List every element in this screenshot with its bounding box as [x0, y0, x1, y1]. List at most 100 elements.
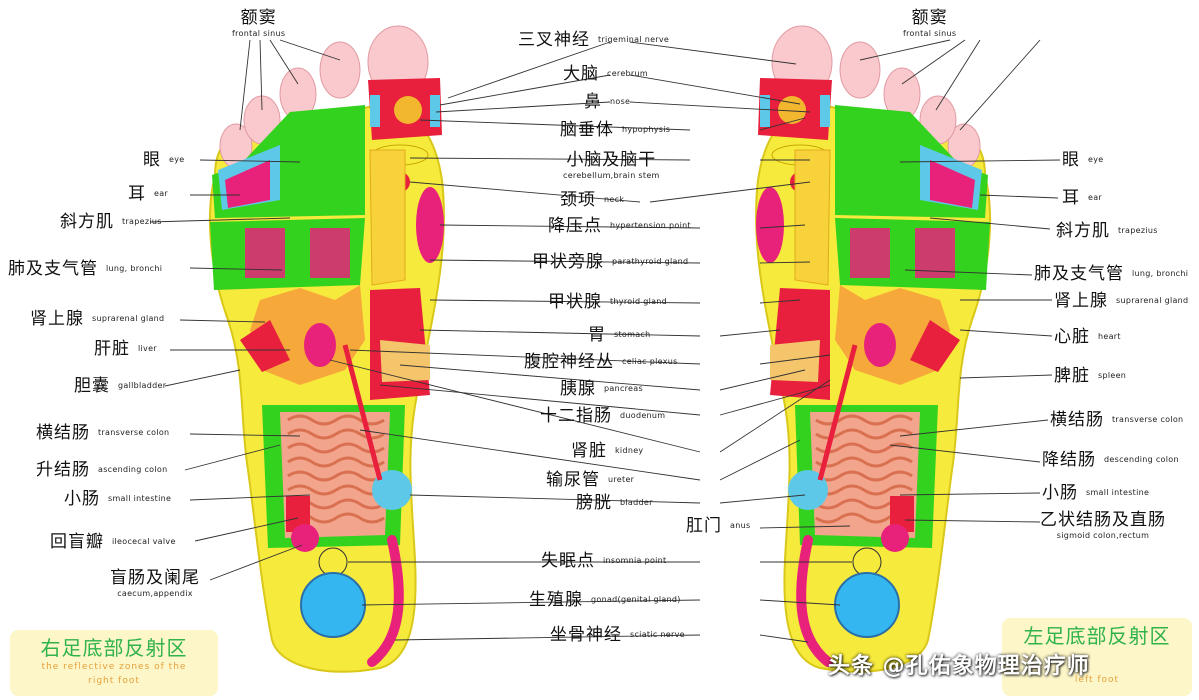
leader-line	[164, 369, 241, 387]
left-foot-illustration	[755, 25, 992, 673]
liver-zone	[910, 320, 960, 372]
leader-line	[649, 181, 811, 203]
intestine-fold	[287, 442, 385, 454]
leader-line	[719, 384, 831, 416]
parathyroid-zone	[416, 187, 444, 263]
gonad-zone	[834, 572, 900, 638]
leader-line	[409, 157, 691, 161]
leader-line	[719, 329, 781, 337]
leader-line	[859, 39, 951, 61]
leader-line	[759, 354, 831, 365]
kidney-zone	[304, 323, 336, 367]
leader-line	[901, 39, 966, 85]
leader-line	[279, 39, 341, 61]
leader-line	[759, 599, 841, 606]
leader-line	[259, 39, 263, 111]
sciatic-zone	[367, 535, 404, 667]
leader-line	[439, 224, 701, 229]
leader-line	[899, 492, 1041, 496]
leader-line	[447, 41, 611, 99]
leader-line	[239, 39, 251, 131]
caecum-zone	[881, 524, 909, 552]
leader-line	[409, 181, 641, 203]
leader-line	[189, 267, 283, 271]
leader-line	[929, 217, 1051, 230]
intestine-fold	[815, 484, 913, 496]
leader-line	[904, 269, 1033, 276]
leader-line	[439, 74, 611, 106]
leader-line	[379, 384, 701, 416]
leader-line	[759, 299, 801, 304]
label-frontal-sinus-right: 额窦 frontal sinus	[903, 8, 957, 38]
bladder-zone	[788, 470, 828, 510]
title-right-foot: 右足底部反射区 the reflective zones of the righ…	[10, 630, 218, 696]
leader-line	[904, 519, 1041, 523]
leader-line	[759, 525, 851, 529]
leader-line	[719, 369, 806, 391]
leader-line	[419, 119, 691, 131]
title-left-foot: 左足底部反射区 left foot	[1002, 618, 1192, 696]
leader-line	[979, 194, 1059, 199]
bladder-zone	[372, 470, 412, 510]
right-foot-illustration	[208, 25, 445, 673]
caecum-zone	[291, 524, 319, 552]
intestine-fold	[287, 484, 385, 496]
sciatic-zone	[796, 535, 833, 667]
leader-line	[629, 101, 811, 113]
intestine-fold	[815, 442, 913, 454]
leader-line	[719, 379, 831, 453]
lung-bronchi-zone	[850, 228, 890, 278]
leader-line	[629, 74, 801, 105]
leader-line	[759, 117, 806, 131]
leader-line	[889, 444, 1041, 463]
leader-line	[361, 599, 701, 606]
gonad-zone	[300, 572, 366, 638]
watermark: 头条 @孔佑象物理治疗师	[828, 654, 1090, 679]
pancreas-zone	[770, 340, 820, 382]
leader-line	[419, 329, 701, 337]
leader-line	[199, 159, 301, 163]
leader-line	[629, 41, 797, 65]
intestine-fold	[287, 470, 385, 482]
label-caecum: 盲肠及阑尾 caecum,appendix	[110, 568, 200, 598]
kidney-zone	[864, 323, 896, 367]
leader-line	[269, 39, 299, 85]
leader-line	[429, 259, 701, 264]
leader-line	[399, 364, 701, 391]
leader-line	[149, 217, 291, 223]
leader-line	[189, 433, 301, 437]
intestine-fold	[287, 456, 385, 468]
toe	[319, 41, 361, 99]
trapezius-zone	[930, 160, 975, 208]
ureter-zone	[342, 344, 383, 481]
leader-lines	[149, 39, 1061, 643]
label-sigmoid: 乙状结肠及直肠 sigmoid colon,rectum	[1040, 510, 1166, 540]
trapezius-zone	[225, 160, 270, 208]
